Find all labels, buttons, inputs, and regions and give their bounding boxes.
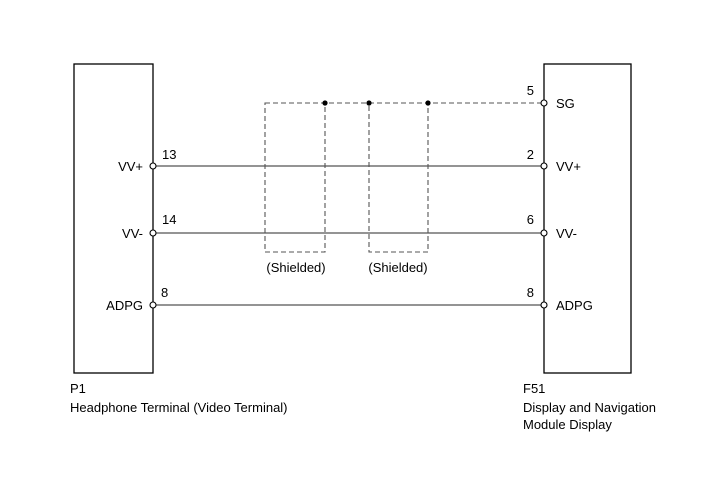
left-pin-vv-minus bbox=[149, 229, 157, 237]
right-signal-label: SG bbox=[556, 96, 575, 111]
shield-box-2 bbox=[368, 102, 429, 253]
left-pin-number: 13 bbox=[162, 147, 176, 162]
right-pin-number: 5 bbox=[527, 83, 534, 98]
left-pin-number: 14 bbox=[162, 212, 176, 227]
right-pin-number: 8 bbox=[527, 285, 534, 300]
right-signal-label: ADPG bbox=[556, 298, 593, 313]
junction-dot bbox=[322, 100, 328, 106]
right-pin-vv-minus bbox=[540, 229, 548, 237]
right-pin-number: 2 bbox=[527, 147, 534, 162]
right-signal-label: VV+ bbox=[556, 159, 581, 174]
left-connector-name: Headphone Terminal (Video Terminal) bbox=[70, 400, 288, 415]
left-signal-label: ADPG bbox=[106, 298, 143, 313]
left-pin-adpg bbox=[149, 301, 157, 309]
right-connector-name-line2: Module Display bbox=[523, 417, 612, 432]
right-connector-code: F51 bbox=[523, 381, 545, 396]
right-pin-sg bbox=[540, 99, 548, 107]
right-pin-number: 6 bbox=[527, 212, 534, 227]
left-signal-label: VV- bbox=[122, 226, 143, 241]
left-pin-vv-plus bbox=[149, 162, 157, 170]
right-signal-label: VV- bbox=[556, 226, 577, 241]
shield-label: (Shielded) bbox=[368, 260, 427, 275]
junction-dot bbox=[425, 100, 431, 106]
left-connector-code: P1 bbox=[70, 381, 86, 396]
left-signal-label: VV+ bbox=[118, 159, 143, 174]
shield-box-1 bbox=[264, 102, 326, 253]
junction-dot bbox=[366, 100, 372, 106]
right-pin-adpg bbox=[540, 301, 548, 309]
left-connector-box bbox=[73, 63, 154, 374]
right-pin-vv-plus bbox=[540, 162, 548, 170]
right-connector-name-line1: Display and Navigation bbox=[523, 400, 656, 415]
left-pin-number: 8 bbox=[161, 285, 168, 300]
right-connector-box bbox=[543, 63, 632, 374]
shield-label: (Shielded) bbox=[266, 260, 325, 275]
